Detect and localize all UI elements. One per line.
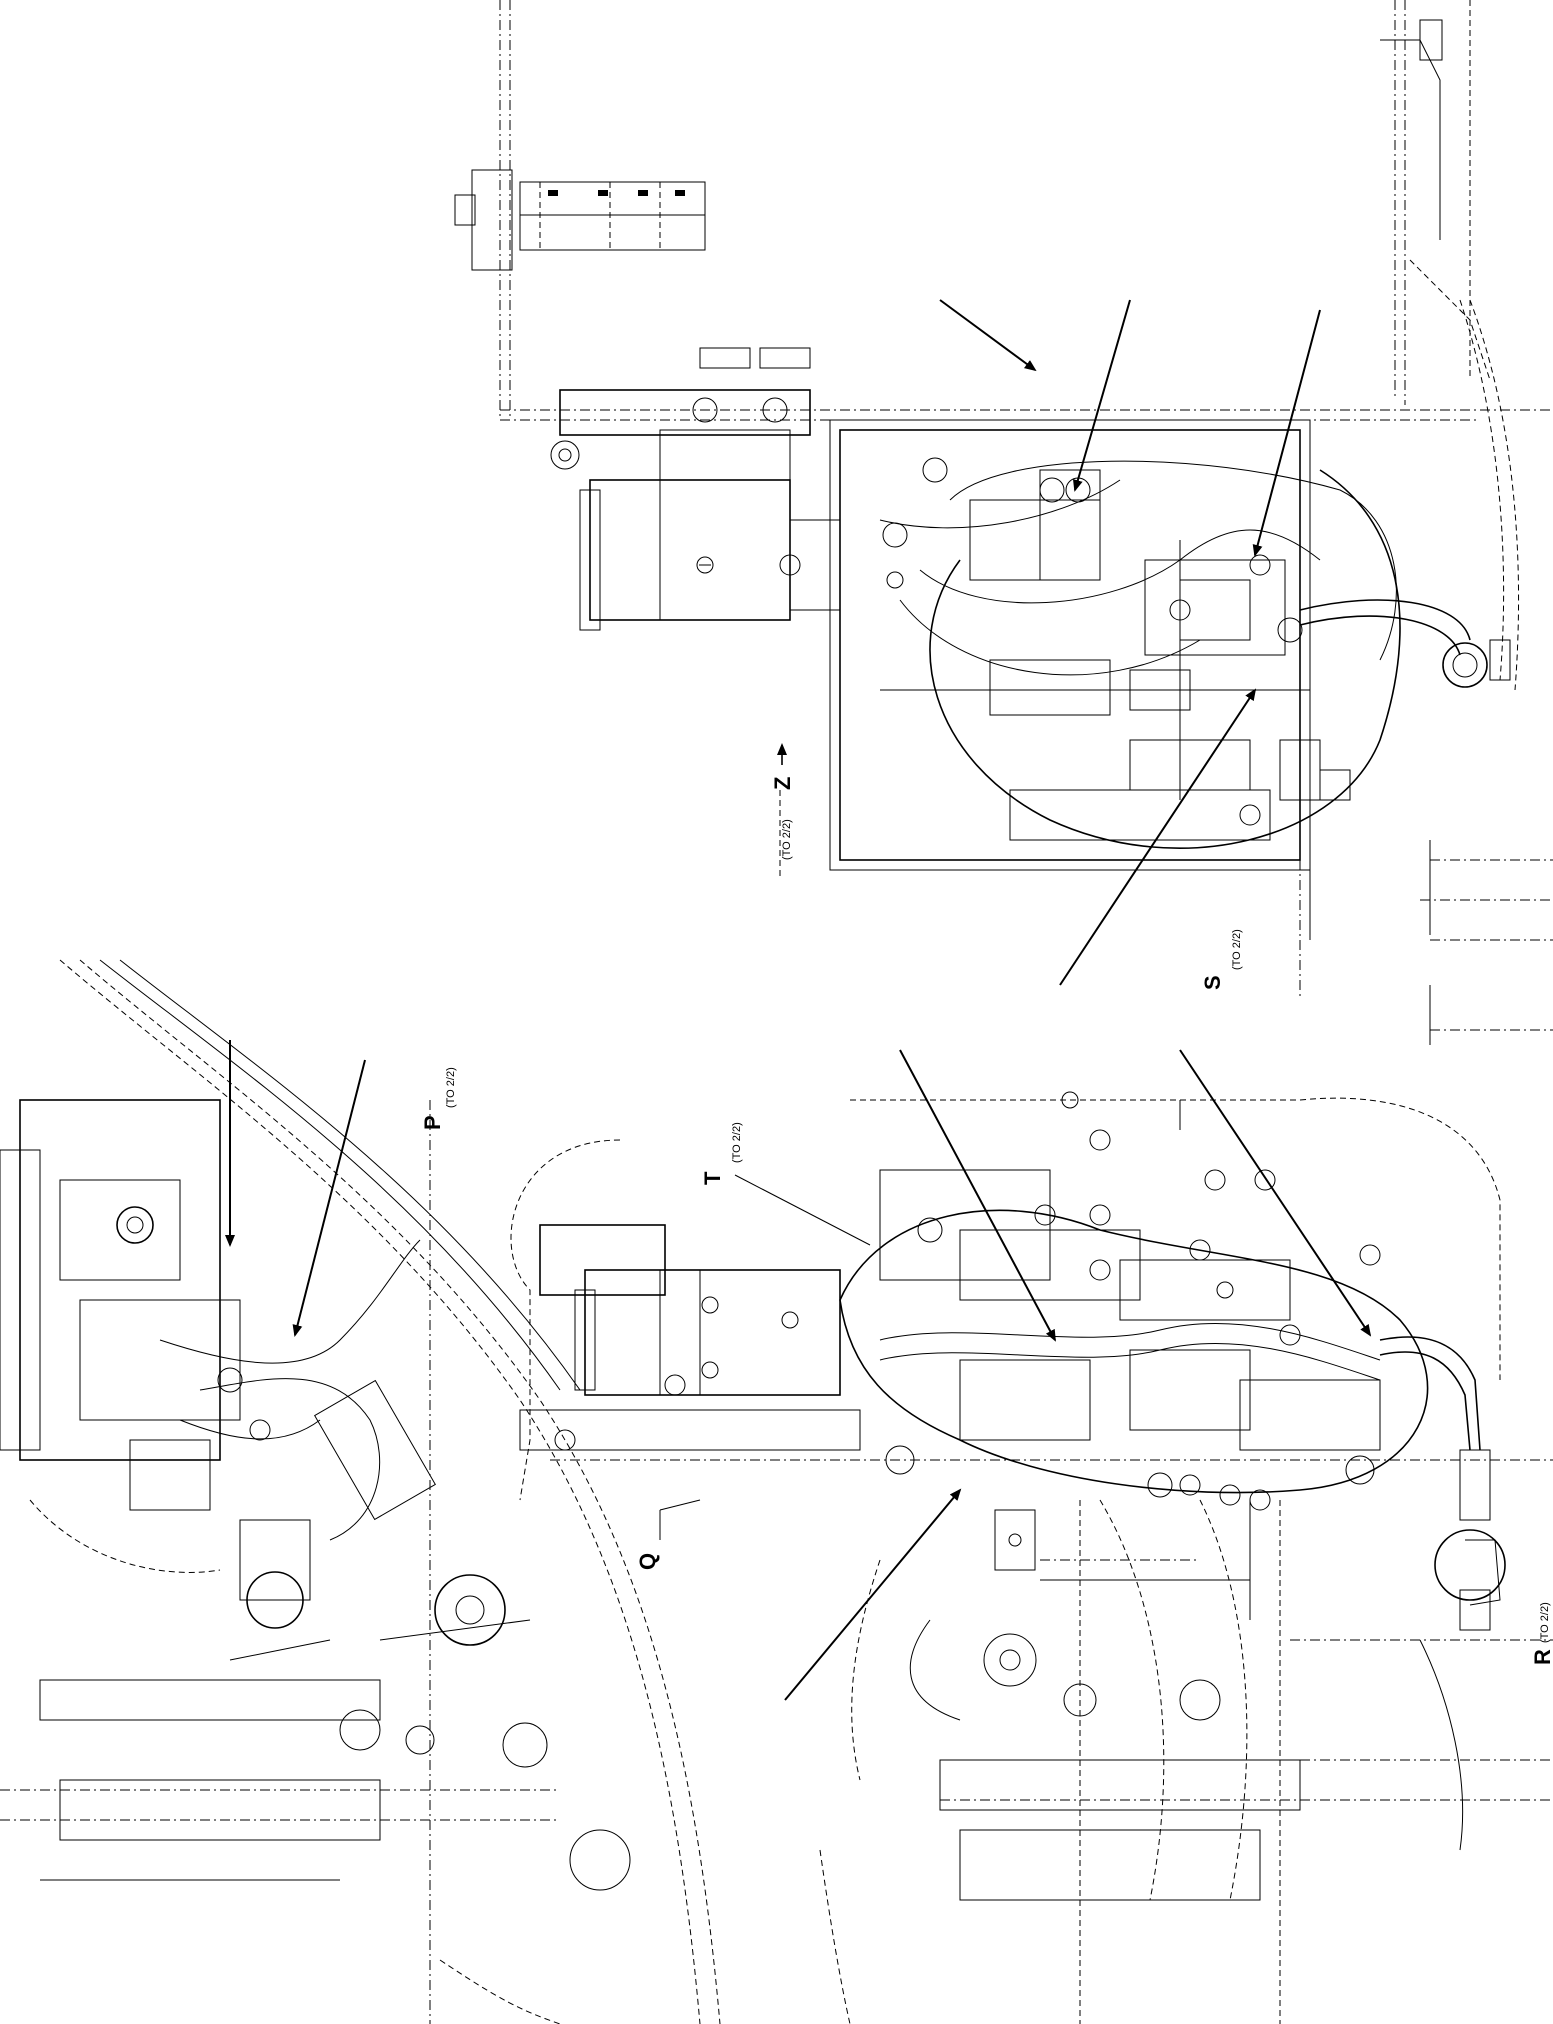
connector-block: [454, 169, 706, 271]
view-label-z-letter: Z: [770, 777, 795, 790]
top-view: [454, 0, 1553, 1045]
view-label-q: Q: [635, 1553, 660, 1570]
motor-top: [550, 347, 841, 631]
view-label-p: P (TO 2/2): [420, 1067, 457, 1130]
view-label-t: T (TO 2/2): [700, 1122, 743, 1185]
view-label-s-ref: (TO 2/2): [1231, 929, 1243, 970]
view-label-r-ref: (TO 2/2): [1539, 1602, 1551, 1643]
view-label-s: (TO 2/2) S: [1200, 929, 1243, 990]
callout-arrow: [292, 1059, 366, 1337]
view-label-z-ref: (TO 2/2): [781, 819, 793, 860]
callout-arrows: [225, 299, 1372, 1701]
view-label-q-letter: Q: [635, 1553, 660, 1570]
side-view-right: [510, 1091, 1553, 2024]
pump-unit-top: [829, 419, 1401, 871]
view-label-p-letter: P: [420, 1115, 445, 1130]
view-label-t-ref: (TO 2/2): [731, 1122, 743, 1163]
view-label-r: R (TO 2/2): [1530, 1602, 1553, 1665]
view-label-p-ref: (TO 2/2): [445, 1067, 457, 1108]
view-label-r-letter: R: [1530, 1649, 1553, 1665]
callout-arrow: [899, 1049, 1056, 1342]
view-label-s-letter: S: [1200, 975, 1225, 990]
callout-arrow: [1179, 1049, 1372, 1337]
view-label-z: (TO 2/2) Z: [770, 743, 795, 860]
callout-arrow: [1252, 309, 1321, 557]
callout-arrow: [784, 1488, 962, 1701]
side-view-left: [0, 959, 721, 2024]
callout-arrow: [1059, 688, 1257, 986]
callout-arrow: [939, 299, 1037, 372]
callout-arrow: [1072, 299, 1131, 492]
view-label-t-letter: T: [700, 1171, 725, 1185]
